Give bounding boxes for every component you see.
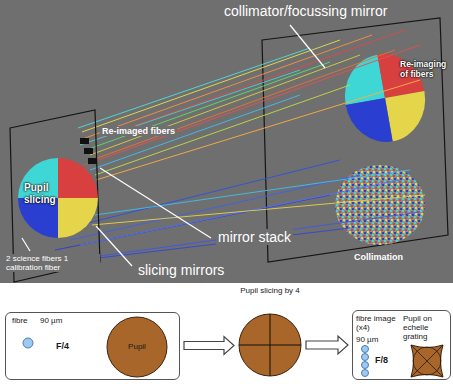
flow-arrow <box>306 336 348 354</box>
figure-label: slicing mirrors <box>136 262 226 278</box>
flow-arrow <box>184 337 234 355</box>
panel-box: fibre 90 µm F/4 Pupil <box>5 312 180 380</box>
node-text: Pupil slicing by 4 <box>220 286 320 295</box>
pupil-circle: Pupil slicing by 4 <box>238 313 302 377</box>
node-text: 90 µm <box>356 335 378 344</box>
node-text: fibre <box>12 316 28 325</box>
figure-label: collimator/focussing mirror <box>222 3 389 19</box>
figure-label: mirror stack <box>216 229 293 245</box>
node-text: F/4 <box>56 341 69 351</box>
figure-label: Collimation <box>352 252 405 262</box>
node-text: Pupil <box>128 342 146 351</box>
figure-label: Pupil slicing <box>22 182 70 205</box>
figure-label: Re-imaging of fibers <box>398 60 453 80</box>
node-text: F/8 <box>375 355 388 365</box>
node-text: fibre image (x4) <box>356 314 404 332</box>
node-text: 90 µm <box>40 316 62 325</box>
figure-label: Re-imaged fibers <box>100 126 177 136</box>
panel-box: fibre image (x4) 90 µm F/8 Pupil on echelle… <box>352 310 451 380</box>
node-text: Pupil on echelle grating <box>403 314 449 342</box>
pupil-circle: Pupil <box>106 316 168 378</box>
node-shape <box>238 313 302 377</box>
figure-label: 2 science fibers 1 calibration fiber <box>4 254 100 272</box>
